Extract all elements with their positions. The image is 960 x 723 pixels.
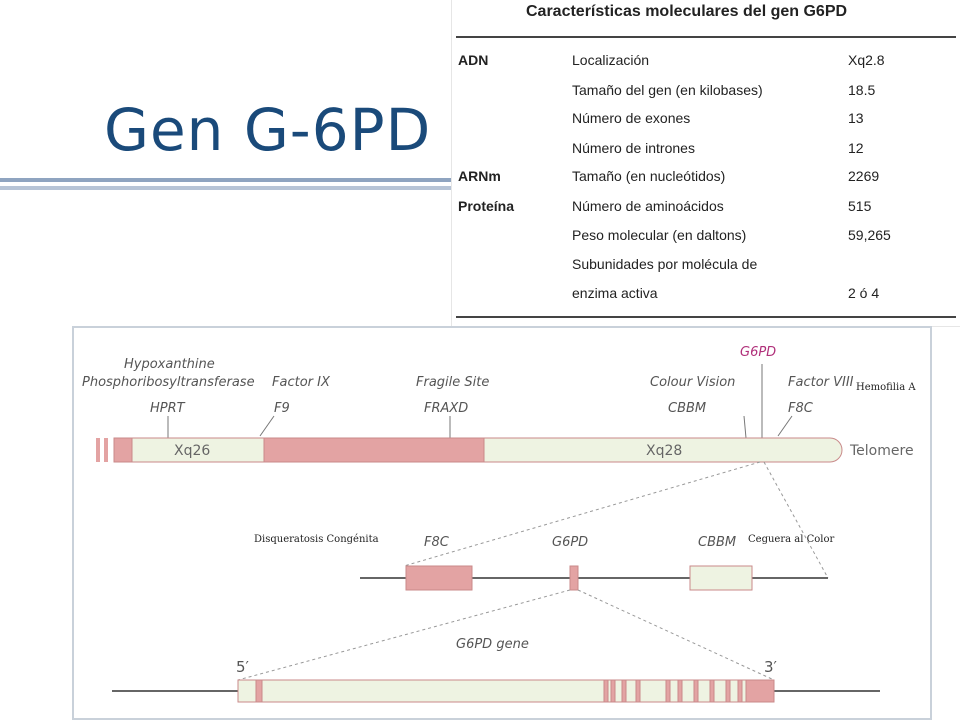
region-label-g6pd: G6PD <box>552 535 588 550</box>
exon <box>665 679 671 703</box>
table-cell-value: 2 ó 4 <box>848 285 880 301</box>
table-cell-feature: Número de exones <box>572 110 691 126</box>
chromosome-segment <box>113 437 133 463</box>
table-cell-category: ADN <box>458 52 489 68</box>
locus-f9-symbol: F9 <box>274 401 290 416</box>
title-underline <box>0 178 460 194</box>
table-cell-value: Xq2.8 <box>848 52 885 68</box>
band-label-xq28: Xq28 <box>646 443 682 459</box>
slide-title: Gen G-6PD <box>104 96 432 164</box>
locus-leader-lines <box>167 364 793 439</box>
gene-five-prime: 5′ <box>236 658 250 676</box>
locus-g6pd-highlight: G6PD <box>740 345 776 360</box>
exon <box>725 679 731 703</box>
table-cell-feature: Tamaño del gen (en kilobases) <box>572 82 763 98</box>
locus-hprt-symbol: HPRT <box>150 401 186 416</box>
annotation-hemofilia: Hemofilia A <box>856 382 916 393</box>
chromosome-bar <box>96 437 843 463</box>
table-cell-feature: Tamaño (en nucleótidos) <box>572 168 726 184</box>
exon <box>737 679 743 703</box>
table-cell-feature: Número de intrones <box>572 140 695 156</box>
band-xq26 <box>131 437 265 463</box>
table-cell-feature: Peso molecular (en daltons) <box>572 227 747 243</box>
chromosome-fragment <box>104 438 108 462</box>
table-cell-value: 515 <box>848 198 872 214</box>
telomere-label: Telomere <box>849 443 914 459</box>
locus-hprt-name-1: Hypoxanthine <box>124 357 215 372</box>
locus-f8c-name: Factor VIII <box>788 375 854 390</box>
table-cell-category: Proteína <box>458 198 515 214</box>
exon <box>621 679 627 703</box>
chromosome-segment <box>263 437 485 463</box>
locus-fraxd-name: Fragile Site <box>416 375 489 390</box>
zoom-lines-gene <box>237 589 775 681</box>
exon <box>635 679 641 703</box>
annotation-disqueratosis: Disqueratosis Congénita <box>254 534 379 545</box>
gene-exons <box>255 679 775 703</box>
gene-label: G6PD gene <box>456 637 529 652</box>
gene-map-figure: Hypoxanthine Phosphoribosyltransferase H… <box>72 326 932 720</box>
molecular-characteristics-table: Características moleculares del gen G6PD… <box>452 0 960 326</box>
table-cell-value: 59,265 <box>848 227 891 243</box>
gene-three-prime: 3′ <box>764 658 778 676</box>
band-xq28 <box>483 437 843 463</box>
exon <box>693 679 699 703</box>
chromosome-fragment <box>96 438 100 462</box>
chromosome-loci-labels: Hypoxanthine Phosphoribosyltransferase H… <box>82 345 854 416</box>
table-title: Características moleculares del gen G6PD <box>526 3 848 20</box>
locus-cbbm-symbol: CBBM <box>668 401 706 416</box>
table-top-rule <box>456 36 956 38</box>
table-cell-value: 12 <box>848 140 864 156</box>
exon <box>677 679 683 703</box>
band-label-xq26: Xq26 <box>174 443 210 459</box>
region-label-f8c: F8C <box>424 535 450 550</box>
locus-fraxd-symbol: FRAXD <box>424 401 468 416</box>
table-cell-value: 13 <box>848 110 864 126</box>
table-cell-feature: Número de aminoácidos <box>572 198 724 214</box>
region-gene-f8c <box>405 565 473 591</box>
region-gene-g6pd <box>569 565 579 591</box>
table-cell-value: 2269 <box>848 168 880 184</box>
annotation-ceguera: Ceguera al Color <box>748 534 834 545</box>
table-cell-feature: Subunidades por molécula de <box>572 256 758 272</box>
locus-f9-name: Factor IX <box>272 375 331 390</box>
locus-hprt-name-2: Phosphoribosyltransferase <box>82 375 255 390</box>
table-cell-feature: Localización <box>572 52 650 68</box>
exon <box>610 679 616 703</box>
exon <box>709 679 715 703</box>
region-gene-cbbm <box>689 565 753 591</box>
region-gene-labels: F8C G6PD CBBM <box>424 535 736 550</box>
gene-map-svg: Hypoxanthine Phosphoribosyltransferase H… <box>82 345 916 703</box>
table-cell-category: ARNm <box>458 168 501 184</box>
table-cell-feature: enzima activa <box>572 285 658 301</box>
region-label-cbbm: CBBM <box>698 535 736 550</box>
table-bottom-rule <box>456 316 956 318</box>
exon <box>603 679 609 703</box>
exon <box>255 679 263 703</box>
zoom-lines <box>403 461 829 579</box>
locus-cbbm-name: Colour Vision <box>650 375 735 390</box>
locus-f8c-symbol: F8C <box>788 401 814 416</box>
table-cell-value: 18.5 <box>848 82 876 98</box>
exon <box>745 679 775 703</box>
